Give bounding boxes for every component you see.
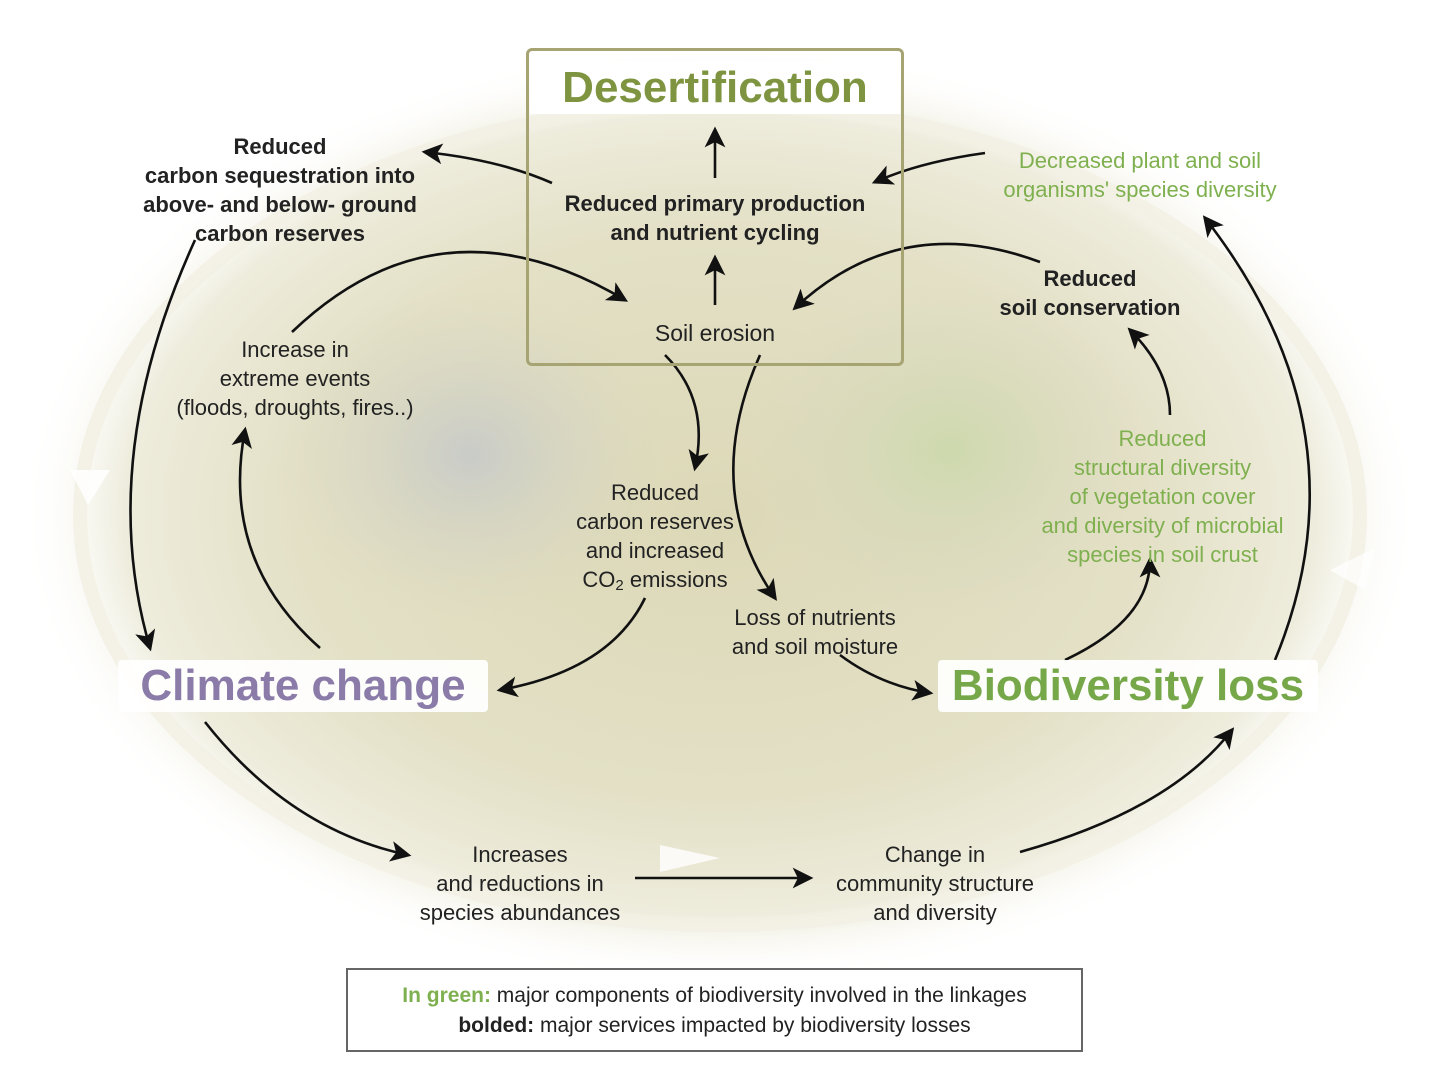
arrow-erosion-to-loss-of-nutrients [732, 354, 777, 601]
legend-bold-label: bolded: [458, 1014, 535, 1037]
biodiversity-loss-title: Biodiversity loss [938, 660, 1318, 712]
node-reduced-soil-conservation: Reduced soil conservation [999, 266, 1181, 320]
arrow-loss-of-nutrients-to-biodiversity [839, 653, 934, 701]
node-increase-extreme-events: Increase in extreme events (floods, drou… [176, 337, 414, 420]
background-ellipse [20, 45, 1420, 985]
arrow-biodiversity-to-structural-diversity [1064, 556, 1161, 662]
legend-green-label: In green: [402, 984, 491, 1007]
node-soil-erosion: Soil erosion [654, 320, 776, 346]
arrow-species-diversity-to-production [871, 151, 986, 185]
arrow-production-to-carbon-sequestration [421, 143, 553, 185]
arrow-biodiversity-to-species-diversity [1202, 215, 1311, 661]
arrow-structural-diversity-to-soil-conservation [1127, 327, 1172, 416]
legend-bold-text: major services impacted by biodiversity … [534, 1014, 971, 1037]
arrow-community-to-biodiversity [1019, 727, 1235, 854]
node-decreased-species-diversity: Decreased plant and soil organisms' spec… [1003, 148, 1277, 202]
arrow-extreme-events-to-soil-erosion [291, 250, 628, 333]
arrow-climate-to-abundances [203, 721, 412, 862]
node-reduced-carbon-reserves: Reduced carbon reserves and increased CO… [576, 480, 734, 594]
arrow-carbon-sequestration-to-climate [129, 239, 197, 652]
climate-change-title: Climate change [118, 660, 488, 712]
node-reduced-carbon-sequestration: Reduced carbon sequestration into above-… [143, 134, 417, 246]
node-increases-reductions-abundances: Increases and reductions in species abun… [419, 842, 621, 925]
node-change-in-community: Change in community structure and divers… [835, 842, 1035, 925]
desertification-title: Desertification [530, 62, 900, 114]
node-loss-of-nutrients: Loss of nutrients and soil moisture [731, 605, 899, 659]
legend-bold-row: bolded: major services impacted by biodi… [348, 1012, 1081, 1040]
legend-box: In green: major components of biodiversi… [346, 968, 1083, 1052]
arrow-climate-to-extreme-events [231, 426, 321, 649]
node-reduced-structural-diversity: Reduced structural diversity of vegetati… [1041, 426, 1284, 567]
node-reduced-primary-production: Reduced primary production and nutrient … [564, 191, 866, 245]
arrow-carbon-reserves-to-climate [496, 597, 647, 698]
arrow-soil-conservation-to-soil-erosion [792, 242, 1041, 311]
legend-green-text: major components of biodiversity involve… [490, 984, 1027, 1007]
desertification-box [526, 48, 904, 366]
legend-green-row: In green: major components of biodiversi… [348, 982, 1081, 1010]
